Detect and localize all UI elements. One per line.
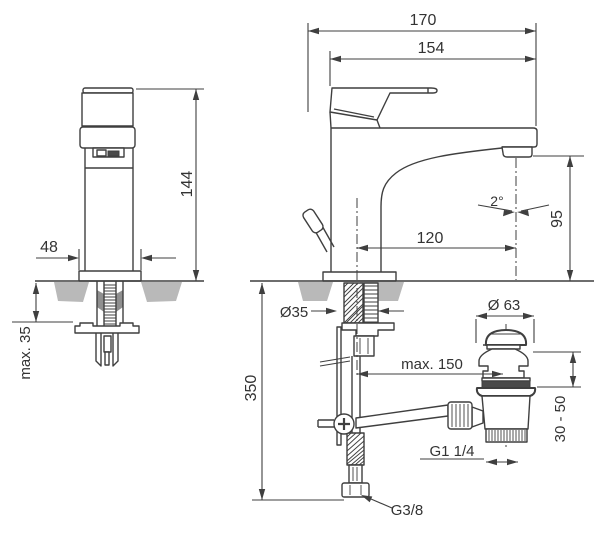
drain-thread bbox=[485, 428, 528, 443]
label-spout-angle: 2° bbox=[490, 193, 503, 209]
dim-inlet-thread-g38: G3/8 bbox=[361, 495, 423, 519]
handle-side bbox=[329, 87, 438, 121]
dim-spout-height-95: 95 bbox=[533, 155, 584, 281]
dim-spout-depth-154: 154 bbox=[329, 40, 536, 86]
handle-top-front bbox=[82, 87, 134, 94]
label-rod-reach: max. 150 bbox=[401, 356, 463, 373]
label-supply-length: 350 bbox=[243, 375, 260, 402]
drain-assembly bbox=[447, 324, 537, 447]
drain-gasket bbox=[481, 380, 531, 389]
spout-side bbox=[331, 127, 538, 148]
dim-spout-angle-2deg: 2° bbox=[477, 193, 550, 217]
label-spout-height: 95 bbox=[549, 210, 566, 228]
supply-hose bbox=[341, 356, 370, 498]
dim-spout-reach-120: 120 bbox=[357, 230, 516, 252]
dim-shank-diameter-35: Ø35 bbox=[280, 304, 404, 321]
dim-height-adjustment-30-50: 30 - 50 bbox=[533, 351, 581, 443]
popup-knob bbox=[302, 208, 335, 253]
dim-supply-length-350: 350 bbox=[243, 283, 344, 501]
dim-waste-thread-g114: G1 1/4 bbox=[420, 443, 518, 466]
dim-max-mounting-35: max. 35 bbox=[12, 283, 73, 380]
label-base-width: 48 bbox=[40, 239, 58, 256]
dim-rod-reach-150: max. 150 bbox=[357, 356, 503, 378]
front-view bbox=[35, 87, 204, 367]
base-plate-side bbox=[322, 271, 397, 282]
g38-nut bbox=[341, 482, 370, 498]
knurled-connector bbox=[447, 401, 484, 430]
mounting-shank-side bbox=[343, 282, 379, 326]
label-height-adjustment: 30 - 50 bbox=[552, 396, 569, 443]
label-height: 144 bbox=[179, 171, 196, 198]
spout-outlet bbox=[501, 146, 533, 158]
body-curve-side bbox=[380, 147, 503, 272]
dim-height-144: 144 bbox=[136, 88, 204, 281]
mounting-bracket-side bbox=[341, 322, 395, 337]
hose-connector bbox=[353, 335, 375, 357]
drain-lower-body bbox=[481, 395, 531, 430]
lower-housing-front bbox=[95, 333, 119, 367]
dim-base-width-48: 48 bbox=[36, 239, 176, 270]
lever-arm bbox=[355, 404, 449, 429]
body-front bbox=[84, 148, 134, 271]
label-shank-diameter: Ø35 bbox=[280, 304, 308, 321]
dim-plug-diameter-63: Ø 63 bbox=[475, 297, 535, 343]
label-spout-reach: 120 bbox=[417, 230, 444, 247]
handle-body-front bbox=[81, 92, 134, 127]
dim-overall-depth-170: 170 bbox=[307, 12, 537, 126]
phillips-screw-icon bbox=[338, 418, 350, 430]
mounting-shank-front bbox=[96, 281, 124, 328]
body-collar-front bbox=[79, 126, 136, 149]
label-inlet-thread: G3/8 bbox=[391, 502, 424, 519]
label-overall-depth: 170 bbox=[410, 12, 437, 29]
mounting-flange-front bbox=[74, 322, 140, 334]
label-max-mounting: max. 35 bbox=[17, 326, 34, 379]
popup-rod-linkage bbox=[317, 326, 449, 446]
label-plug-diameter: Ø 63 bbox=[488, 297, 521, 314]
label-spout-depth: 154 bbox=[418, 40, 445, 57]
label-waste-thread: G1 1/4 bbox=[429, 443, 474, 460]
drain-flange bbox=[475, 387, 537, 397]
base-plate-front bbox=[78, 270, 142, 282]
drain-plug-cap bbox=[484, 329, 528, 346]
